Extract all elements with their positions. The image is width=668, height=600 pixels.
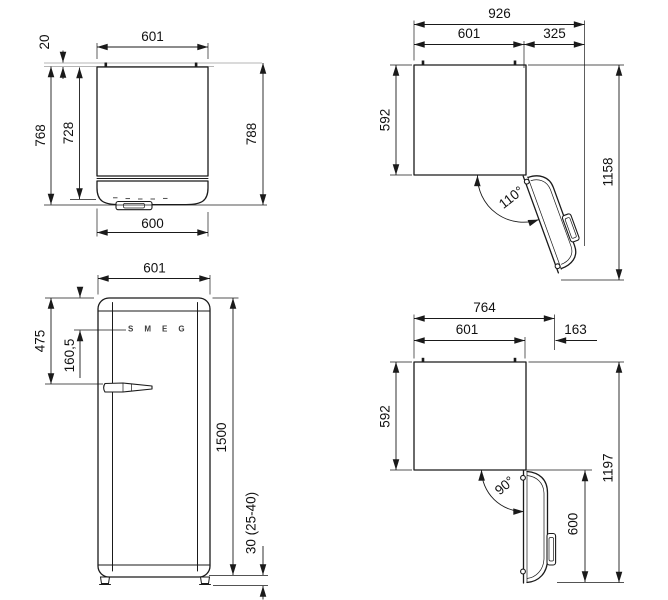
brand-logo: SMEG <box>128 325 196 334</box>
dim-label-feet-height: 30 (25-40) <box>244 492 259 554</box>
cabinet-outline <box>413 64 527 176</box>
dim-label-cabinet-width: 601 <box>458 26 481 41</box>
door-back-inner-line <box>527 176 562 270</box>
dim-label-cabinet-depth: 728 <box>61 122 76 145</box>
door-inner-contour <box>526 475 545 579</box>
door-handle <box>546 532 557 566</box>
view-front: SMEG 601 475 160,5 1500 30 (25-40) <box>33 261 268 600</box>
hinge-pin-circle <box>554 263 561 270</box>
door-slab-outline <box>526 470 549 584</box>
handle-top-view <box>115 200 153 211</box>
dim-label-bottom-width: 600 <box>141 216 164 231</box>
handle-inner-detail <box>123 203 145 209</box>
cabinet-outline <box>96 66 209 177</box>
dim-label-cabinet-width: 601 <box>456 322 479 337</box>
dim-label-overall-width: 764 <box>473 300 496 315</box>
door-face-dashes <box>113 197 168 200</box>
view-top-closed: 601 20 768 728 788 600 <box>33 29 267 237</box>
door-swing-arc <box>478 469 525 515</box>
dim-label-door-angle: 90° <box>492 473 517 498</box>
dim-label-width: 601 <box>143 261 166 276</box>
door-swing-arc <box>474 175 539 227</box>
dim-label-door-angle: 110° <box>496 183 526 211</box>
dim-label-door-clearance: 325 <box>543 26 566 41</box>
door-back-face <box>522 175 560 274</box>
dim-label-top-to-handle: 475 <box>33 330 48 353</box>
handle-inner-detail <box>548 537 554 562</box>
hinge-pin <box>513 357 517 363</box>
door-handle-front <box>103 382 153 393</box>
hinge-pin <box>421 60 425 66</box>
dim-label-top-to-logo: 160,5 <box>62 339 77 373</box>
hinge-pin <box>513 60 517 66</box>
dim-label-depth-to-door-face: 768 <box>33 124 48 147</box>
dim-label-cabinet-depth: 592 <box>378 405 393 428</box>
view-top-open-90: 90° 764 601 163 592 1197 600 <box>378 300 624 584</box>
dim-label-door-depth: 600 <box>566 513 581 536</box>
dim-label-cabinet-depth: 592 <box>378 109 393 132</box>
left-foot <box>99 576 111 584</box>
dim-label-top-width: 601 <box>141 29 164 44</box>
dim-label-height: 1500 <box>214 422 229 452</box>
dim-label-overall-depth: 1197 <box>601 453 616 482</box>
hinge-pin <box>194 62 198 68</box>
dim-label-overall-depth: 1158 <box>601 157 616 186</box>
view-top-open-110: 110° 926 601 325 592 1158 <box>378 6 624 281</box>
dim-label-door-clearance: 163 <box>564 322 587 337</box>
cabinet-outline <box>413 361 527 471</box>
hinge-pin <box>421 357 425 363</box>
handle-inner-detail <box>564 217 577 239</box>
door-outline <box>96 180 209 206</box>
fridge-front-outline <box>97 297 211 578</box>
door-open-110 <box>522 175 580 274</box>
dim-label-overall-depth: 788 <box>244 123 259 146</box>
hinge-pin <box>104 62 108 68</box>
door-handle <box>561 213 580 243</box>
dim-label-door-gap: 20 <box>37 34 52 49</box>
dim-label-overall-width: 926 <box>488 6 511 21</box>
hinge-pin-circle <box>520 474 526 481</box>
right-foot <box>199 576 211 584</box>
door-open-90 <box>520 469 557 584</box>
hinge-pin-circle <box>520 568 526 575</box>
